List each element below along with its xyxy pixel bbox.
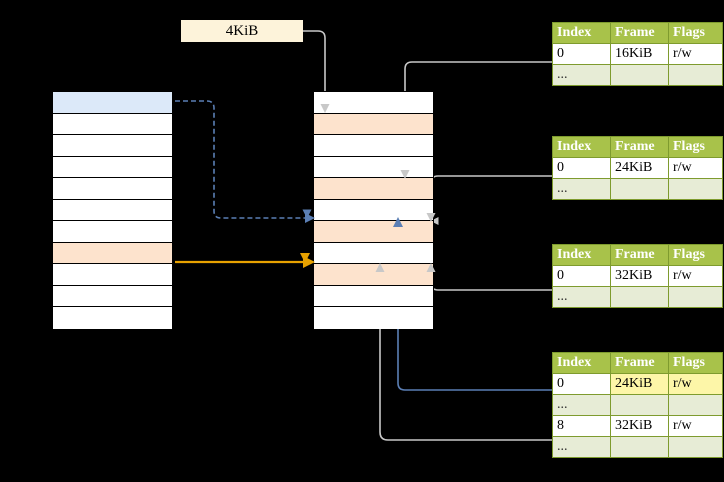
cell-frame: [610, 64, 669, 86]
table-header-row: Index Frame Flags: [552, 22, 723, 44]
virtual-page-row-8: [53, 264, 172, 286]
virtual-page-row-10: [53, 307, 172, 329]
cell-index: ...: [552, 436, 611, 458]
table-row[interactable]: ...: [552, 286, 723, 308]
table-header-row: Index Frame Flags: [552, 352, 723, 374]
link-size-label-to-frame: [303, 30, 333, 108]
cell-frame: [610, 436, 669, 458]
link-table1-to-frame: [404, 61, 552, 182]
virtual-page-row-9: [53, 285, 172, 307]
table-row[interactable]: ...: [552, 178, 723, 200]
column-header-frame: Frame: [610, 22, 669, 44]
physical-frame-row-7: [314, 242, 433, 264]
column-header-flags: Flags: [668, 244, 723, 266]
virtual-page-row-2: [53, 135, 172, 157]
table-row[interactable]: ...: [552, 394, 723, 416]
cell-flags: [668, 436, 723, 458]
page-table-level-2: Index Frame Flags 0 24KiB r/w ...: [552, 136, 723, 200]
cell-flags: [668, 394, 723, 416]
virtual-page-row-4: [53, 178, 172, 200]
cell-index: ...: [552, 178, 611, 200]
cell-frame: 32KiB: [610, 265, 669, 287]
page-table-level-3: Index Frame Flags 0 32KiB r/w ...: [552, 244, 723, 308]
table-row[interactable]: 0 16KiB r/w: [552, 43, 723, 65]
arrowhead-table4-row0: [393, 217, 403, 227]
virtual-page-row-7: [53, 242, 172, 264]
cell-flags: [668, 286, 723, 308]
table-row[interactable]: 8 32KiB r/w: [552, 415, 723, 437]
size-label: 4KiB: [181, 20, 303, 42]
column-header-flags: Flags: [668, 22, 723, 44]
column-header-flags: Flags: [668, 136, 723, 158]
column-header-frame: Frame: [610, 352, 669, 374]
column-header-index: Index: [552, 136, 611, 158]
cell-index: ...: [552, 394, 611, 416]
table-header-row: Index Frame Flags: [552, 136, 723, 158]
arrowhead-virtual-dashed: [305, 213, 315, 223]
table-row[interactable]: ...: [552, 64, 723, 86]
cell-flags: [668, 178, 723, 200]
physical-frame-row-0: [314, 92, 433, 114]
cell-frame: [610, 394, 669, 416]
column-header-index: Index: [552, 22, 611, 44]
cell-flags: r/w: [668, 43, 723, 65]
size-label-text: 4KiB: [225, 22, 259, 39]
arrowhead-virtual-orange: [303, 256, 315, 268]
column-header-frame: Frame: [610, 244, 669, 266]
column-header-flags: Flags: [668, 352, 723, 374]
column-header-frame: Frame: [610, 136, 669, 158]
arrowhead-table2: [426, 213, 436, 222]
virtual-page-row-5: [53, 199, 172, 221]
page-table-level-4: Index Frame Flags 0 24KiB r/w ... 8 32Ki…: [552, 352, 723, 458]
link-virtual-page-to-frame-dashed: [175, 100, 312, 219]
cell-index: ...: [552, 64, 611, 86]
physical-frame-row-1: [314, 113, 433, 135]
cell-frame: 24KiB: [610, 373, 669, 395]
link-table4-row0-to-frame: [389, 222, 552, 391]
physical-memory-column: [313, 91, 434, 329]
arrowhead-size-label: [320, 104, 330, 113]
physical-frame-row-9: [314, 285, 433, 307]
virtual-page-row-1: [53, 113, 172, 135]
cell-flags: [668, 64, 723, 86]
table-row[interactable]: 0 24KiB r/w: [552, 373, 723, 395]
virtual-page-row-3: [53, 156, 172, 178]
table-header-row: Index Frame Flags: [552, 244, 723, 266]
arrowhead-table3: [426, 263, 436, 272]
column-header-index: Index: [552, 244, 611, 266]
physical-frame-row-2: [314, 135, 433, 157]
cell-flags: r/w: [668, 373, 723, 395]
page-table-level-1: Index Frame Flags 0 16KiB r/w ...: [552, 22, 723, 86]
physical-frame-row-4: [314, 178, 433, 200]
arrowhead-table4-row8: [375, 263, 385, 272]
physical-frame-row-5: [314, 199, 433, 221]
virtual-page-row-6: [53, 221, 172, 243]
virtual-page-row-0: [53, 92, 172, 114]
arrowhead-table1: [400, 170, 410, 179]
virtual-address-space-column: [52, 91, 173, 329]
link-table4-row8-to-frame: [372, 268, 552, 441]
table-row[interactable]: ...: [552, 436, 723, 458]
cell-index: ...: [552, 286, 611, 308]
column-header-index: Index: [552, 352, 611, 374]
cell-frame: 24KiB: [610, 157, 669, 179]
cell-frame: [610, 286, 669, 308]
physical-frame-row-10: [314, 307, 433, 329]
physical-frame-row-6: [314, 221, 433, 243]
table-row[interactable]: 0 24KiB r/w: [552, 157, 723, 179]
